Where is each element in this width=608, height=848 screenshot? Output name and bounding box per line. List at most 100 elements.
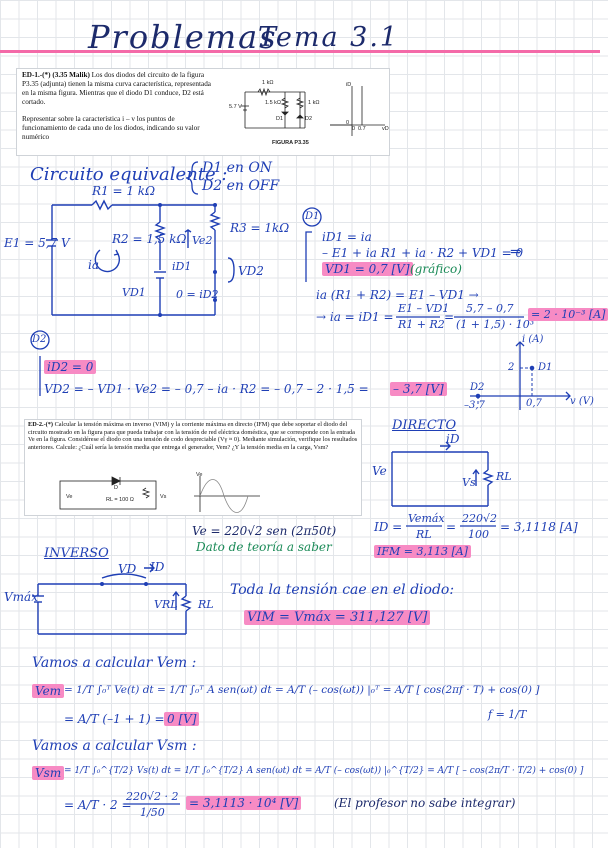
ed1-fig-caption: FIGURA P3.35 <box>272 140 309 146</box>
graph-d2-label: D2 <box>470 382 485 393</box>
eq-ia2-a: → ia = iD1 = <box>316 310 394 324</box>
eq-ia2-num: E1 – VD1 <box>398 302 450 315</box>
id-eq-den: RL <box>416 528 432 541</box>
vsm-label: Vsm <box>32 766 65 780</box>
ed2-fig-vs: Vs <box>160 494 167 500</box>
ed2-problem-text: ED-2.-(*) Calcular la tensión máxima en … <box>28 421 358 451</box>
id-eq-c: = 3,1118 [A] <box>500 520 578 534</box>
ed1-fig-v07: 0.7 <box>358 126 366 132</box>
eq-ia2-num2: 5,7 – 0,7 <box>466 302 514 315</box>
directo-id: iD <box>446 432 460 446</box>
d1-grafico: (gráfico) <box>410 262 462 276</box>
ed1-statement-2: Representar sobre la característica i – … <box>22 115 200 141</box>
graph-2-label: 2 <box>508 362 515 373</box>
directo-label: DIRECTO <box>392 418 457 433</box>
vem-equation: = 1/T ∫₀ᵀ Ve(t) dt = 1/T ∫₀ᵀ A sen(ωt) d… <box>64 684 540 696</box>
ed1-fig-id0: 0 <box>346 120 350 126</box>
inverso-id: ID <box>150 560 165 574</box>
d2-off-label: D2 en OFF <box>202 178 280 194</box>
vd1-label: VD1 <box>122 286 146 299</box>
id-eq-b: = <box>446 520 457 534</box>
ed2-fig-ve-wave: Ve <box>196 472 203 478</box>
ed1-fig-d2: D2 <box>305 116 313 122</box>
ve2-label: Ve2 <box>192 234 213 247</box>
ed1-statement: Los dos diodos del circuito de la figura… <box>22 71 211 106</box>
id-eq-num2: 220√2 <box>462 512 498 525</box>
ed1-fig-r1: 1 kΩ <box>262 80 274 86</box>
vd2-label: VD2 <box>238 264 264 278</box>
directo-rl: RL <box>496 470 512 483</box>
directo-vs: Vs <box>462 476 476 489</box>
id1-label: iD1 <box>172 260 192 273</box>
calc-vsm: Vamos a calcular Vsm : <box>32 738 197 754</box>
d1-eq1: iD1 = ia <box>322 230 372 244</box>
eq-ia2-den2: (1 + 1,5) · 10³ <box>456 318 535 331</box>
inverso-vmax: Vmáx <box>4 590 38 604</box>
vsm-result: = 3,1113 · 10⁴ [V] <box>186 796 302 810</box>
title-underline <box>0 50 600 53</box>
ed2-statement: Calcular la tensión máxima en inverso (V… <box>28 421 358 451</box>
eq-ia2-b: = <box>444 310 455 324</box>
ed2-heading: ED-2.-(*) <box>28 421 54 428</box>
r3-label: R3 = 1kΩ <box>230 221 290 235</box>
graph-i-label: i (A) <box>522 334 544 345</box>
inverso-label: INVERSO <box>44 546 109 561</box>
d2-eq2-result: – 3,7 [V] <box>390 382 447 396</box>
vsm-eq2-num: 220√2 · 2 <box>126 790 179 803</box>
d1-arrow: ⇒ <box>510 244 522 260</box>
page-title: Problemas <box>88 18 278 56</box>
vsm-equation: = 1/T ∫₀^{T/2} Vs(t) dt = 1/T ∫₀^{T/2} A… <box>64 766 584 776</box>
r1-label: R1 = 1 kΩ <box>92 184 156 198</box>
vim-result: VIM = Vmáx = 311,127 [V] <box>244 610 431 625</box>
ed2-statement-2: Calcule: ¿Cuál sería la tensión media qu… <box>55 443 329 451</box>
ed2-fig-rl: RL = 100 Ω <box>106 497 134 503</box>
vem-label: Vem <box>32 684 65 698</box>
ve-equation: Ve = 220√2 sen (2π50t) <box>192 524 337 538</box>
d2-section-label: D2 <box>32 334 47 345</box>
eq-ia1: ia (R1 + R2) = E1 – VD1 → <box>316 288 479 302</box>
calc-vem: Vamos a calcular Vem : <box>32 655 197 671</box>
ed1-problem-box <box>16 68 390 156</box>
ed2-fig-ve: Ve <box>66 494 73 500</box>
graph-07-label: 0,7 <box>526 398 542 409</box>
r2-label: R2 = 1,5 kΩ <box>112 232 187 246</box>
id-eq-den2: 100 <box>468 528 489 541</box>
d1-on-label: D1 en ON <box>202 160 273 176</box>
eq-ia2-den: R1 + R2 <box>398 318 445 331</box>
graph-v-label: v (V) <box>570 396 594 407</box>
vsm-equation-2a: = A/T · 2 = <box>64 798 132 812</box>
ed2-problem-box <box>24 419 362 516</box>
d2-eq2: VD2 = – VD1 · Ve2 = – 0,7 – ia · R2 = – … <box>44 382 369 396</box>
ed1-heading: ED-1.-(*) (3.35 Malik) <box>22 71 90 79</box>
d2-eq1: iD2 = 0 <box>44 360 97 374</box>
vsm-eq2-den: 1/50 <box>140 806 165 819</box>
vem-result: 0 [V] <box>164 712 200 726</box>
ed2-fig-d: D <box>114 485 118 491</box>
ifm-result: IFM = 3,113 [A] <box>374 545 471 558</box>
d1-eq2: – E1 + ia R1 + ia · R2 + VD1 = 0 <box>322 246 524 260</box>
ed1-problem-text: ED-1.-(*) (3.35 Malik) Los dos diodos de… <box>22 71 214 142</box>
ed1-fig-v: 5.7 V <box>229 104 242 110</box>
inverso-vrl: VRL <box>154 598 178 611</box>
graph-m37-label: –3,7 <box>464 400 485 411</box>
ia-loop-label: ia <box>88 258 99 272</box>
dato-teoria: Dato de teoría a saber <box>196 540 332 554</box>
f-equation: f = 1/T <box>488 708 527 721</box>
id-eq-a: ID = <box>374 520 403 534</box>
eq-ia2-result: = 2 · 10⁻³ [A] <box>528 308 608 321</box>
ed1-fig-v0: 0 <box>352 126 356 132</box>
inverso-vd: VD <box>118 562 137 576</box>
circuito-equivalente-label: Circuito equivalente : <box>30 164 228 185</box>
ed1-fig-vd: vD <box>382 126 389 132</box>
profesor-note: (El profesor no sabe integrar) <box>334 796 516 810</box>
